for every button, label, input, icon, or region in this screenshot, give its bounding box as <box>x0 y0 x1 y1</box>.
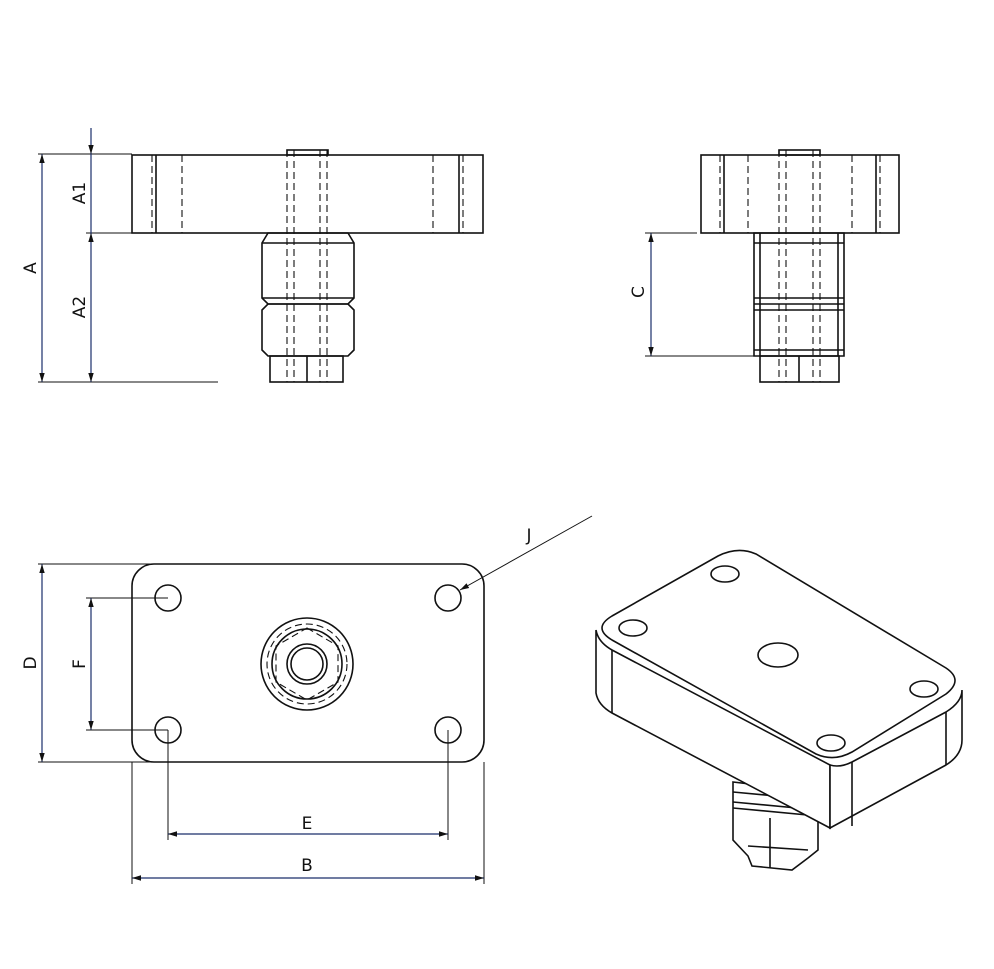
dimension-label-a1: A1 <box>70 182 90 204</box>
dimension-label-b: B <box>301 856 313 876</box>
dimension-label-j: J <box>525 526 531 546</box>
front-view: A A1 A2 <box>21 128 484 383</box>
dimension-label-a: A <box>21 262 41 274</box>
top-view: J D F E B <box>21 515 593 884</box>
dimension-label-f: F <box>70 659 90 669</box>
isometric-view <box>595 549 963 871</box>
dimension-label-a2: A2 <box>70 296 90 318</box>
dimension-label-d: D <box>21 656 41 669</box>
side-view: C <box>629 149 900 383</box>
dimension-label-e: E <box>302 814 313 834</box>
dimension-label-c: C <box>629 286 649 298</box>
